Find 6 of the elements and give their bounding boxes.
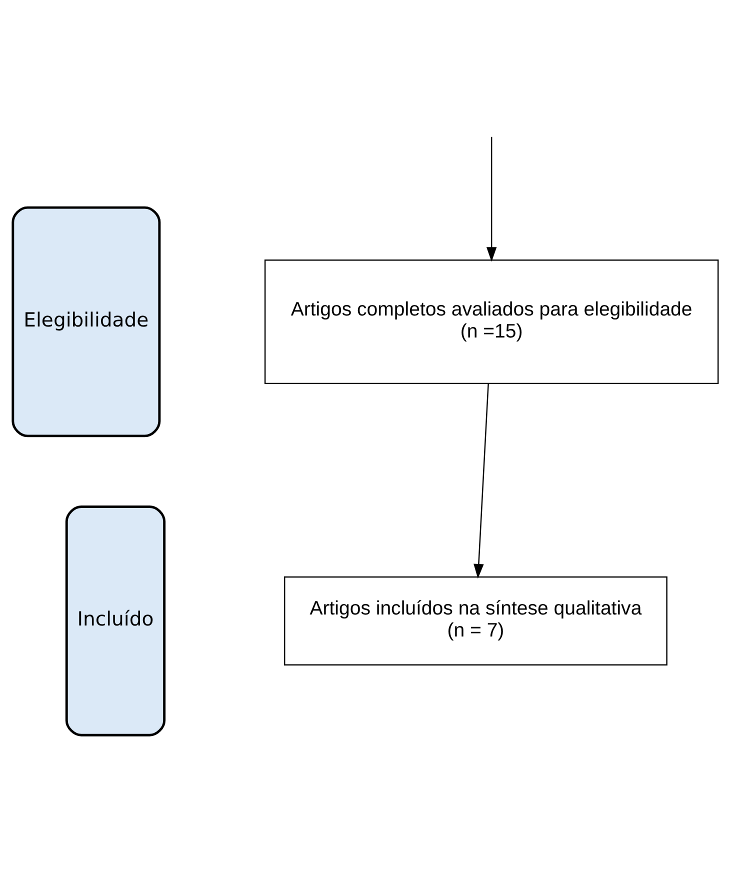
node-box: Artigos incluídos na síntese qualitativa (n = 7) — [284, 576, 668, 665]
node-box: Incluído — [65, 505, 166, 736]
arrow — [486, 136, 497, 262]
arrow — [474, 383, 489, 578]
node-box: Artigos completos avaliados para elegibilidade (n =15) — [264, 258, 719, 384]
node-box: Elegibilidade — [12, 206, 161, 437]
